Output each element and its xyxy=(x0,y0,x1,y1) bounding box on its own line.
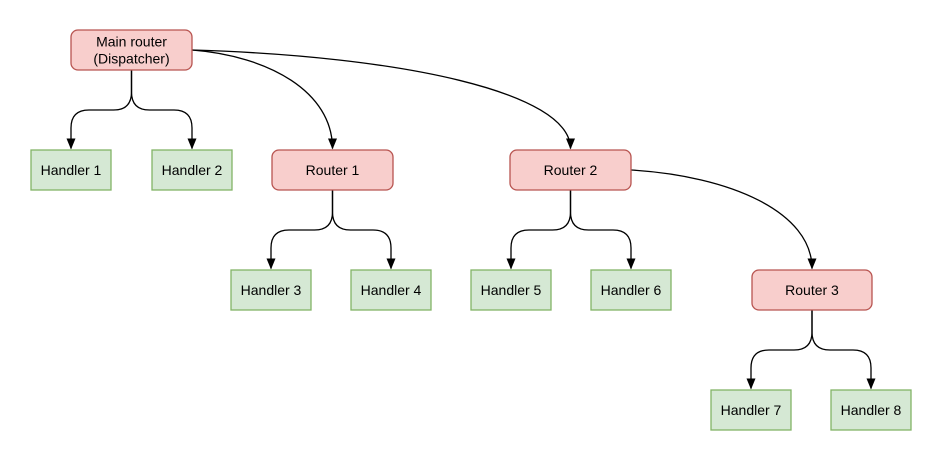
node-handler-3: Handler 3 xyxy=(230,269,312,311)
node-handler-8: Handler 8 xyxy=(830,389,912,431)
node-handler-7: Handler 7 xyxy=(710,389,792,431)
node-handler-6-label: Handler 6 xyxy=(601,282,662,298)
node-main-router: Main router(Dispatcher) xyxy=(70,29,193,71)
node-router-3-label: Router 3 xyxy=(785,282,839,298)
node-router-2-box xyxy=(509,149,632,191)
edge-main-router-to-router-1 xyxy=(191,49,337,150)
edges-layer xyxy=(66,49,876,390)
node-router-1-box xyxy=(271,149,394,191)
edge-router-3-to-handler-8 xyxy=(811,310,876,390)
node-handler-5-box xyxy=(470,269,552,311)
node-main-router-box xyxy=(70,29,193,71)
node-handler-3-label: Handler 3 xyxy=(241,282,302,298)
nodes-layer: Main router(Dispatcher) Handler 1 Handler … xyxy=(30,29,912,431)
edge-main-router-to-handler-2 xyxy=(130,70,197,150)
edge-router-3-to-handler-7 xyxy=(746,310,813,390)
node-main-router-label: Main router(Dispatcher) xyxy=(93,34,169,67)
node-handler-2-box xyxy=(151,149,233,191)
node-handler-4: Handler 4 xyxy=(350,269,432,311)
edge-router-1-to-handler-3 xyxy=(266,190,334,270)
node-router-1: Router 1 xyxy=(271,149,394,191)
node-handler-7-box xyxy=(710,389,792,431)
node-handler-1-label: Handler 1 xyxy=(41,162,102,178)
node-handler-5-label: Handler 5 xyxy=(481,282,542,298)
edge-router-2-to-router-3 xyxy=(630,169,817,270)
node-router-3-box xyxy=(751,269,873,311)
node-handler-8-label: Handler 8 xyxy=(841,402,902,418)
edge-main-router-to-router-2 xyxy=(191,49,575,150)
node-router-2: Router 2 xyxy=(509,149,632,191)
node-router-1-label: Router 1 xyxy=(306,162,360,178)
node-handler-6-box xyxy=(590,269,672,311)
node-handler-8-box xyxy=(830,389,912,431)
node-handler-4-label: Handler 4 xyxy=(361,282,422,298)
node-handler-1: Handler 1 xyxy=(30,149,112,191)
edge-router-2-to-handler-6 xyxy=(569,190,636,270)
node-handler-3-box xyxy=(230,269,312,311)
node-handler-1-box xyxy=(30,149,112,191)
node-handler-4-box xyxy=(350,269,432,311)
edge-router-1-to-handler-4 xyxy=(331,190,396,270)
node-handler-6: Handler 6 xyxy=(590,269,672,311)
node-handler-2: Handler 2 xyxy=(151,149,233,191)
edge-router-2-to-handler-5 xyxy=(506,190,572,270)
node-router-3: Router 3 xyxy=(751,269,873,311)
node-router-2-label: Router 2 xyxy=(544,162,598,178)
node-handler-7-label: Handler 7 xyxy=(721,402,782,418)
edge-main-router-to-handler-1 xyxy=(66,70,133,150)
node-handler-2-label: Handler 2 xyxy=(162,162,223,178)
node-handler-5: Handler 5 xyxy=(470,269,552,311)
